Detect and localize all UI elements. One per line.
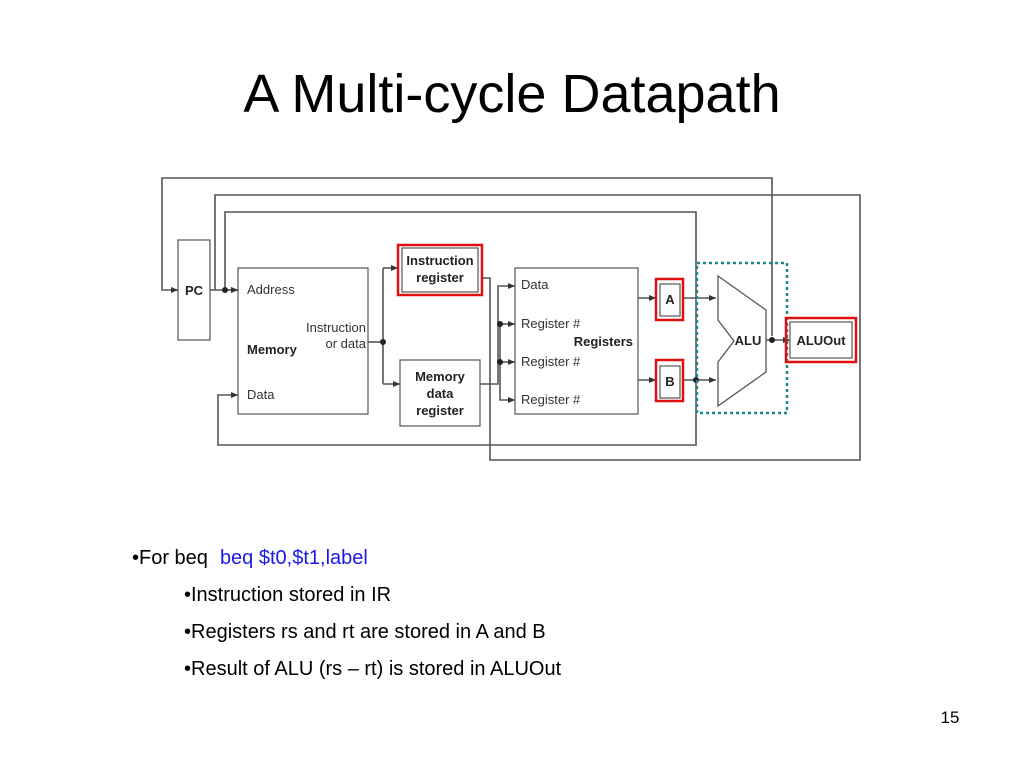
mdr-line3: register: [416, 403, 464, 418]
instruction-register-box: [401, 247, 479, 293]
alu-label: ALU: [735, 333, 762, 348]
junction-dots: [222, 287, 775, 383]
pc-box: [177, 239, 211, 341]
instruction-register-line1: Instruction: [406, 253, 473, 268]
alu-shape: [717, 274, 767, 408]
a-register-highlight: [654, 277, 685, 322]
instruction-register-highlight: [396, 243, 484, 297]
bullet-main: •For beq beq $t0,$t1,label: [132, 540, 561, 577]
bullet-sub-3: •Result of ALU (rs – rt) is stored in AL…: [184, 658, 562, 680]
mdr-line1: Memory: [415, 369, 466, 384]
bullet-main-code: beq $t0,$t1,label: [219, 547, 368, 569]
registers-reg1-label: Register #: [521, 316, 581, 331]
b-register-box: [659, 365, 681, 399]
b-register-highlight: [654, 358, 685, 403]
memory-address-label: Address: [247, 282, 295, 297]
instruction-register-line2: register: [416, 270, 464, 285]
mdr-line2: data: [427, 386, 455, 401]
memory-or-data-label: or data: [326, 336, 367, 351]
a-register-box: [659, 283, 681, 317]
registers-title: Registers: [574, 334, 633, 349]
memory-title: Memory: [247, 342, 298, 357]
page-number: 15: [940, 708, 960, 727]
registers-data-label: Data: [521, 277, 549, 292]
b-register-label: B: [665, 374, 674, 389]
registers-reg2-label: Register #: [521, 354, 581, 369]
aluout-box: [789, 321, 853, 359]
memory-box: [237, 267, 369, 415]
bullet-main-prefix: •For beq: [132, 547, 208, 569]
pc-label: PC: [185, 283, 204, 298]
bullet-sub-1: •Instruction stored in IR: [184, 584, 392, 606]
memory-instruction-label: Instruction: [306, 320, 366, 335]
a-register-label: A: [665, 292, 675, 307]
memory-data-register-box: [399, 359, 481, 427]
memory-data-label: Data: [247, 387, 275, 402]
registers-reg3-label: Register #: [521, 392, 581, 407]
bullet-list: •For beq beq $t0,$t1,label •Instruction s…: [132, 540, 561, 688]
registers-box: [514, 267, 639, 415]
aluout-label: ALUOut: [796, 333, 846, 348]
slide-title: A Multi-cycle Datapath: [243, 64, 781, 124]
aluout-highlight: [784, 316, 858, 364]
bullet-sub-2: •Registers rs and rt are stored in A and…: [184, 621, 546, 643]
